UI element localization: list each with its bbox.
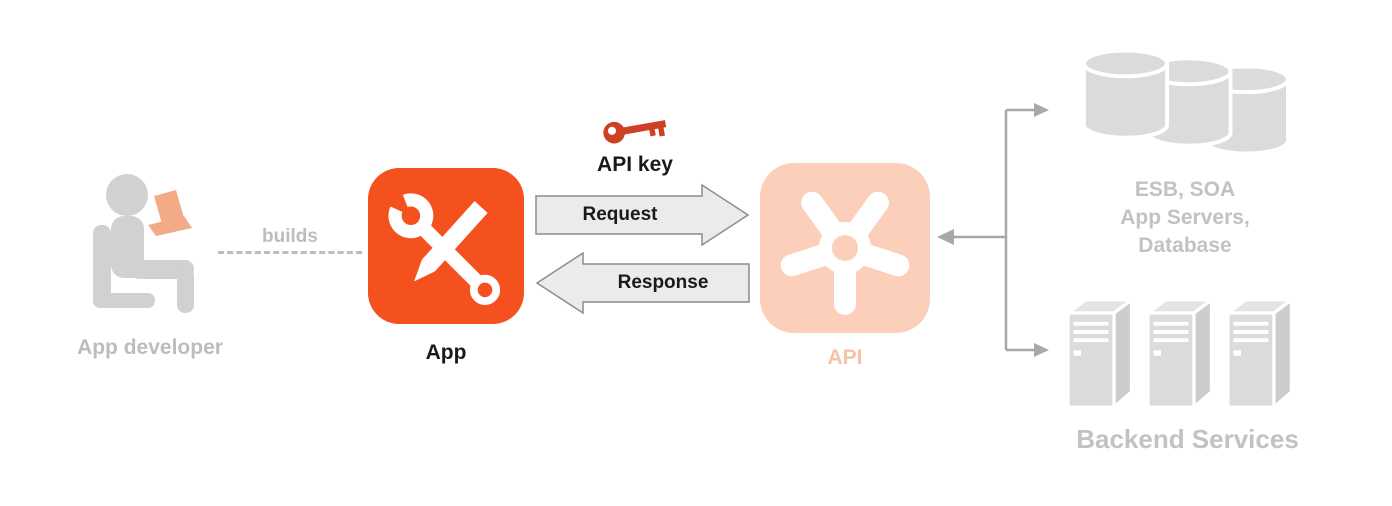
wrench-and-pencil-icon (368, 168, 524, 324)
esb-caption: ESB, SOA App Servers, Database (1085, 176, 1285, 260)
database-cylinders-icon (1081, 50, 1290, 156)
chair-seat (93, 293, 155, 308)
api-label: API (827, 346, 863, 369)
arrowhead-to-api (937, 229, 954, 245)
request-label: Request (582, 204, 658, 225)
server-tower (1222, 296, 1297, 411)
response-arrow (535, 251, 750, 315)
server-tower (1068, 296, 1137, 411)
server-tower (1143, 296, 1217, 411)
arrowhead-to-database (1034, 103, 1049, 117)
response-label: Response (617, 272, 709, 293)
builds-dashed-line (218, 251, 362, 254)
backend-connector-lines (937, 103, 1049, 357)
esb-caption-line1: ESB, SOA (1134, 178, 1236, 201)
backend-services-label: Backend Services (1076, 424, 1299, 454)
developer-head (106, 174, 148, 216)
chair-back (93, 225, 111, 305)
request-arrow (535, 183, 750, 247)
builds-label: builds (262, 226, 318, 247)
esb-caption-line3: Database (1138, 234, 1232, 257)
app-developer-label: App developer (77, 336, 223, 359)
laptop-icon (148, 190, 192, 236)
app-label: App (425, 341, 467, 364)
seated-developer-with-laptop-icon (93, 174, 194, 313)
developer-lower-leg (177, 268, 194, 313)
esb-caption-line2: App Servers, (1120, 206, 1250, 229)
api-key-label: API key (597, 153, 673, 176)
pinwheel-proxy-icon (760, 163, 930, 333)
arrowhead-to-servers (1034, 343, 1049, 357)
server-towers-icon (1068, 296, 1297, 411)
key-icon (603, 120, 667, 144)
